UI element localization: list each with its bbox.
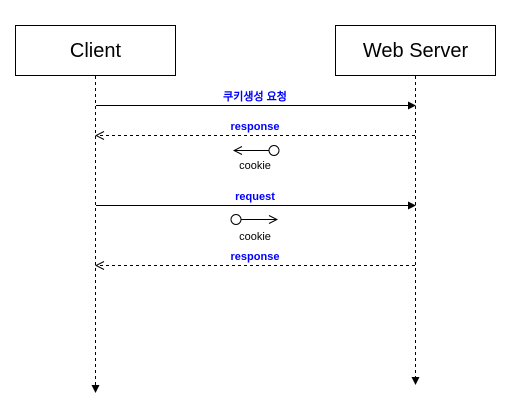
cookie-1-label: cookie bbox=[239, 160, 271, 172]
cookie-2-circle bbox=[230, 214, 242, 225]
cookie-2-label: cookie bbox=[239, 231, 271, 243]
client-box bbox=[15, 25, 176, 76]
server-label: Web Server bbox=[363, 40, 469, 62]
response-2-label: response bbox=[231, 251, 280, 263]
client-participant: Client bbox=[15, 25, 176, 76]
cookie-2-indicator: cookie bbox=[230, 214, 277, 243]
client-label: Client bbox=[70, 40, 122, 62]
response-1-label: response bbox=[231, 121, 280, 133]
server-box bbox=[335, 25, 496, 76]
cookie-request-label: 쿠키생성 요청 bbox=[223, 89, 287, 103]
request-label: request bbox=[235, 191, 275, 203]
cookie-1-circle bbox=[268, 145, 280, 156]
server-participant: Web Server bbox=[335, 25, 496, 76]
cookie-1-indicator: cookie bbox=[234, 145, 280, 172]
